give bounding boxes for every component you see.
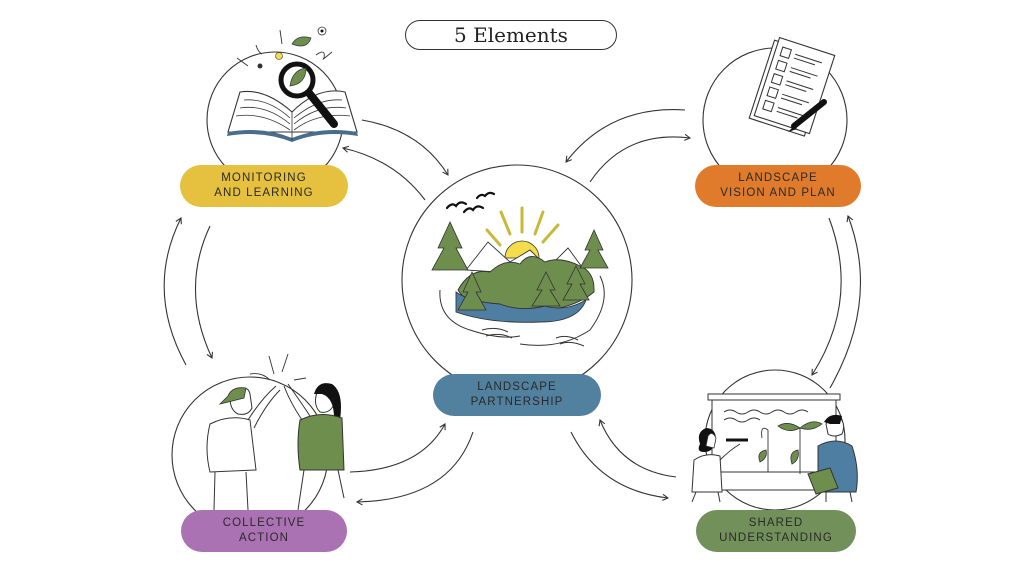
checklist-pencil-icon	[748, 36, 836, 137]
arrow-partnership-to-monitoring	[341, 145, 426, 201]
pill-monitoring-and-learning[interactable]: MONITORING AND LEARNING	[180, 165, 348, 207]
pill-label-line2: UNDERSTANDING	[719, 532, 833, 544]
landscape-hands-icon	[431, 191, 609, 347]
presentation-plants-icon	[691, 393, 858, 503]
title-pill: 5 Elements	[405, 20, 617, 50]
pill-label-line2: AND LEARNING	[214, 187, 314, 199]
arrows	[163, 109, 861, 506]
arrow-vision-to-shared	[811, 217, 842, 376]
pill-label-line2: PARTNERSHIP	[470, 396, 564, 408]
pill-label-line2: ACTION	[238, 532, 290, 544]
arrow-partnership-to-vision	[589, 133, 692, 183]
arrow-shared-to-vision	[829, 214, 861, 389]
pill-label-line1: COLLECTIVE	[222, 517, 306, 529]
pill-label-line1: SHARED	[748, 517, 804, 529]
pill-label-line1: LANDSCAPE	[477, 381, 557, 393]
arrow-collective-to-partnership	[349, 423, 446, 473]
high-five-icon	[206, 353, 345, 511]
arrow-collective-to-monitoring	[163, 217, 187, 366]
pill-label-line1: LANDSCAPE	[738, 172, 818, 184]
arrow-shared-to-partnership	[598, 418, 677, 478]
pill-label-line2: VISION AND PLAN	[720, 187, 836, 199]
arrow-partnership-to-shared	[570, 431, 670, 501]
arrow-vision-to-partnership	[565, 109, 686, 163]
pill-label-line1: MONITORING	[221, 172, 307, 184]
arrow-monitoring-to-collective	[194, 225, 214, 359]
pill-landscape-vision-and-plan[interactable]: LANDSCAPE VISION AND PLAN	[695, 165, 861, 207]
pill-shared-understanding[interactable]: SHARED UNDERSTANDING	[696, 510, 856, 552]
pill-collective-action[interactable]: COLLECTIVE ACTION	[181, 510, 347, 552]
arrow-monitoring-to-partnership	[361, 119, 449, 176]
arrow-partnership-to-collective	[355, 431, 474, 506]
pill-landscape-partnership[interactable]: LANDSCAPE PARTNERSHIP	[433, 374, 601, 416]
book-magnifier-icon	[227, 26, 358, 142]
